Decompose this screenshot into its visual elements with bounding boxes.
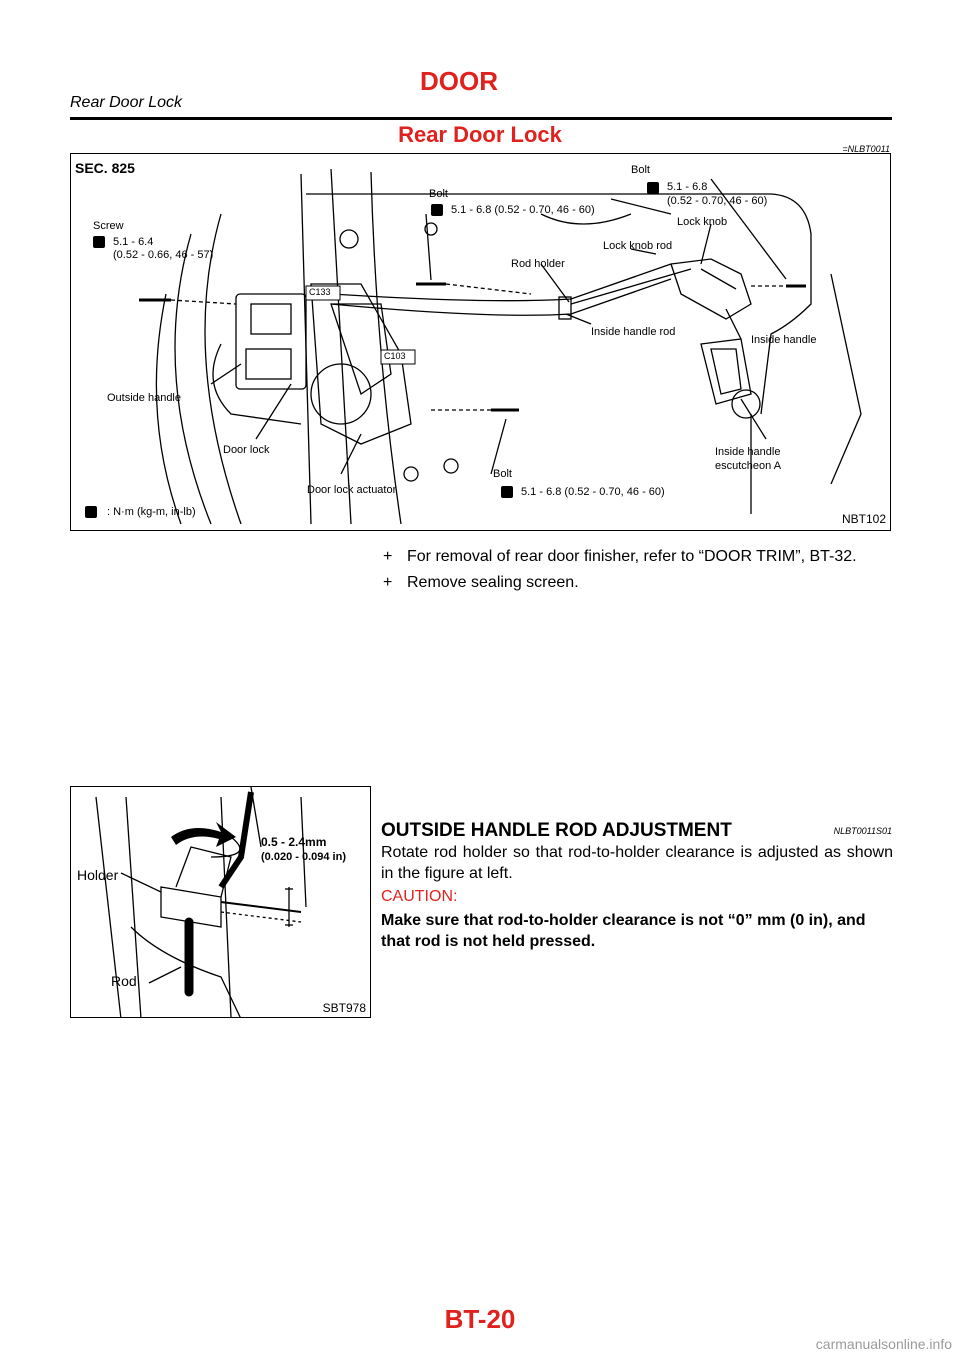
bullet-marker: + (383, 574, 393, 591)
caution-text: Make sure that rod-to-holder clearance i… (381, 912, 866, 950)
torque-icon (93, 236, 105, 248)
list-item: + For removal of rear door finisher, ref… (381, 546, 893, 568)
label-door-lock: Door lock (223, 444, 270, 456)
label-bolt-right-torque: 5.1 - 6.8 (667, 181, 708, 193)
label-clearance-mm: 0.5 - 2.4mm (261, 835, 327, 849)
label-holder: Holder (77, 867, 119, 883)
watermark: carmanualsonline.info (815, 1336, 952, 1352)
label-bolt-top-torque: 5.1 - 6.8 (0.52 - 0.70, 46 - 60) (451, 204, 595, 216)
header-divider (70, 117, 892, 120)
label-inside-handle-escutcheon: Inside handle (715, 446, 781, 458)
section-title: Rear Door Lock (398, 122, 562, 147)
torque-icon (647, 182, 659, 194)
rear-door-lock-drawing (139, 168, 862, 525)
adjustment-heading: OUTSIDE HANDLE ROD ADJUSTMENT (381, 820, 732, 841)
label-door-lock-actuator: Door lock actuator (307, 484, 397, 496)
caution-label: CAUTION: (381, 888, 458, 905)
label-inside-handle: Inside handle (751, 334, 817, 346)
bullet-marker: + (383, 548, 393, 565)
list-item-text: Remove sealing screen. (407, 574, 579, 591)
torque-icon (431, 204, 443, 216)
label-bolt-bottom-torque: 5.1 - 6.8 (0.52 - 0.70, 46 - 60) (521, 486, 665, 498)
label-lock-knob-rod: Lock knob rod (603, 240, 673, 252)
label-clearance-in: (0.020 - 0.094 in) (261, 851, 346, 863)
label-inside-handle-rod: Inside handle rod (591, 326, 676, 338)
list-item: + Remove sealing screen. (381, 572, 893, 594)
adjustment-text: Rotate rod holder so that rod-to-holder … (381, 844, 893, 882)
connector-c103: C103 (384, 351, 406, 361)
torque-icon (85, 506, 97, 518)
header-subsection: Rear Door Lock (70, 94, 183, 111)
label-screw-torque-detail: (0.52 - 0.66, 46 - 57) (113, 249, 214, 261)
adjustment-code: NLBT0011S01 (833, 826, 892, 836)
list-item-text: For removal of rear door finisher, refer… (407, 548, 857, 565)
section-code: =NLBT0011 (842, 144, 890, 154)
connector-c133: C133 (309, 287, 331, 297)
label-lock-knob: Lock knob (677, 216, 728, 228)
label-bolt-right: Bolt (631, 164, 650, 176)
figure-sec-number: SEC. 825 (75, 160, 135, 176)
torque-icon (501, 486, 513, 498)
figure-id: NBT102 (841, 512, 886, 526)
page-number: BT-20 (444, 1304, 516, 1334)
header-section-title: DOOR (420, 66, 498, 96)
label-bolt-top: Bolt (429, 188, 448, 200)
label-inside-handle-escutcheon-a: escutcheon A (715, 460, 782, 472)
rod-adjustment-drawing (95, 787, 307, 1017)
rear-door-lock-figure: SEC. 825 Screw 5.1 - 6.4 (0.52 - 0.66, 4… (70, 153, 891, 531)
label-screw: Screw (93, 220, 124, 232)
label-screw-torque: 5.1 - 6.4 (113, 236, 154, 248)
label-rod-holder: Rod holder (511, 258, 565, 270)
label-bolt-right-torque-detail: (0.52 - 0.70, 46 - 60) (667, 195, 768, 207)
label-rod: Rod (111, 973, 137, 989)
instruction-list: + For removal of rear door finisher, ref… (381, 546, 893, 598)
figure-id: SBT978 (322, 1001, 366, 1015)
label-bolt-bottom: Bolt (493, 468, 512, 480)
label-outside-handle: Outside handle (107, 392, 181, 404)
torque-units-legend: : N·m (kg-m, in-lb) (107, 506, 196, 518)
rod-adjustment-figure: Holder Rod 0.5 - 2.4mm (0.020 - 0.094 in… (70, 786, 371, 1018)
